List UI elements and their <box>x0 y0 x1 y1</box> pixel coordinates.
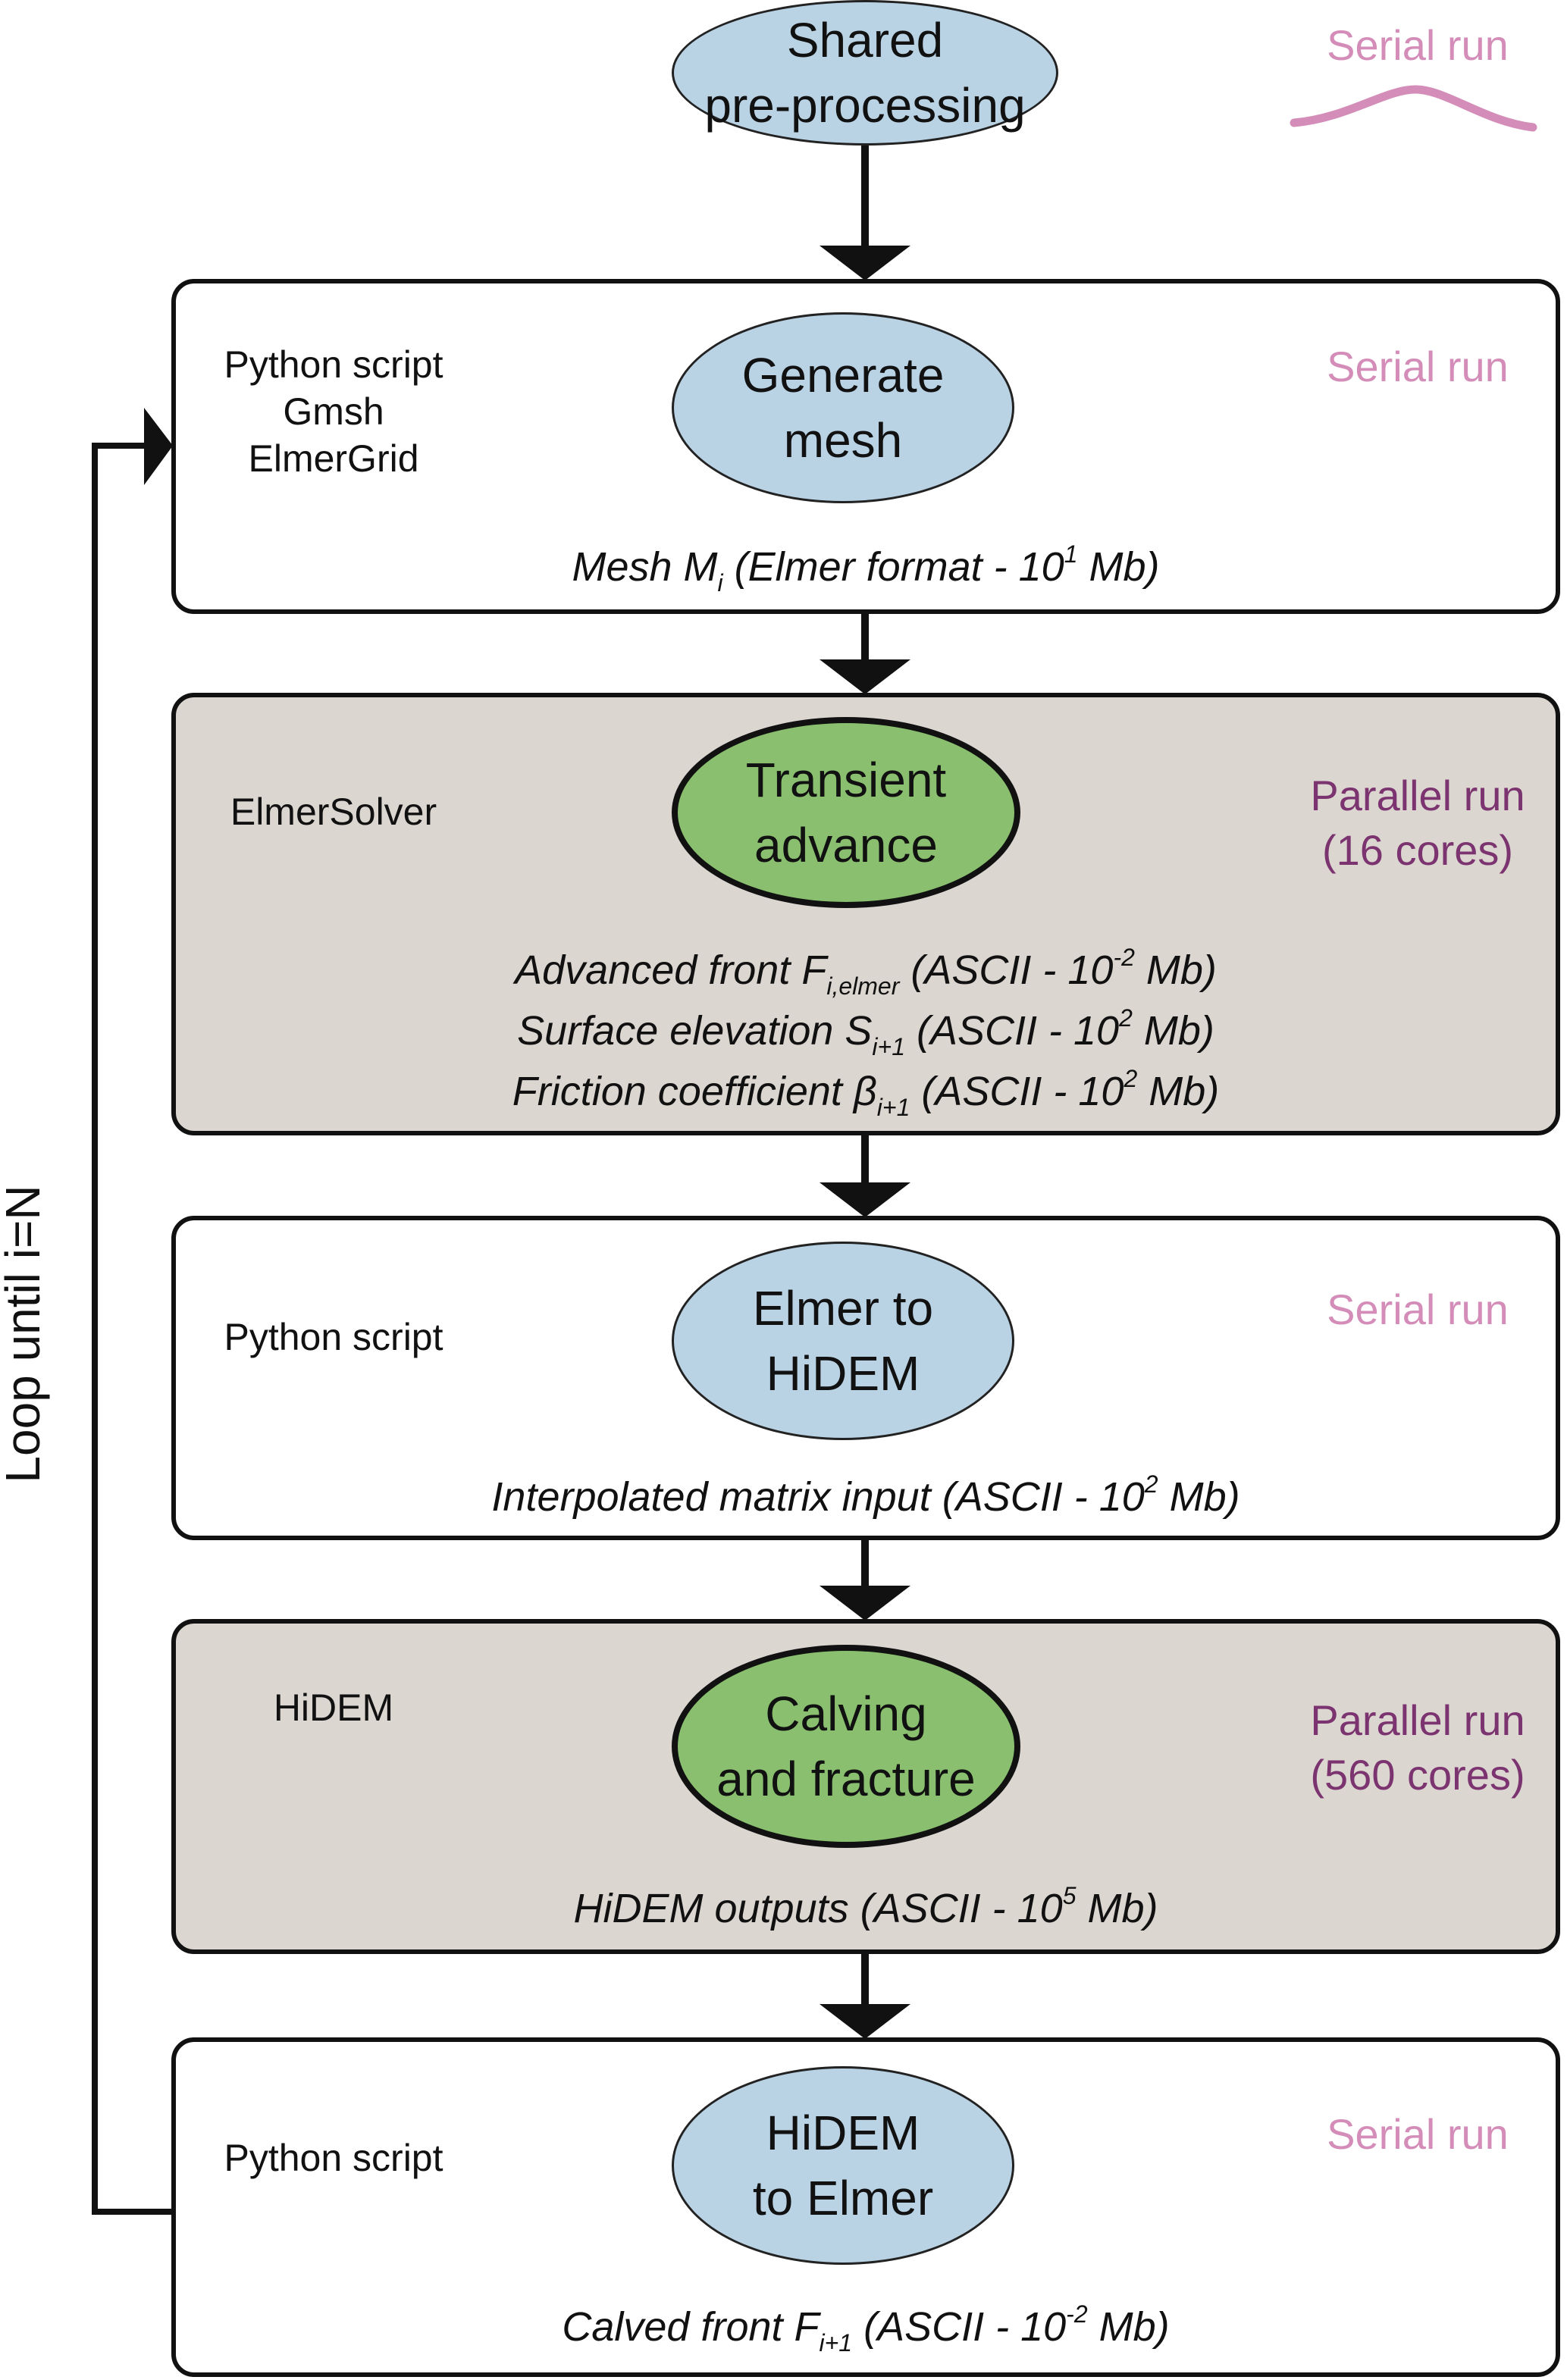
output-text: Mb) <box>1076 1886 1158 1931</box>
stage-3-tools: Python script <box>224 1316 443 1358</box>
stage-5-outputs: Calved front Fi+1 (ASCII - 10-2 Mb) <box>171 2297 1560 2357</box>
output-text: Mb) <box>1087 2304 1170 2350</box>
output-item: Calved front Fi+1 (ASCII - 10-2 Mb) <box>171 2297 1560 2357</box>
output-text: Mb) <box>1132 1008 1214 1054</box>
output-item: Mesh Mi (Elmer format - 101 Mb) <box>171 537 1560 597</box>
output-exponent: 2 <box>1119 1004 1133 1032</box>
output-exponent: 2 <box>1124 1065 1138 1092</box>
mode-label-stage-3: Serial run <box>1327 1286 1509 1333</box>
output-text: Surface elevation S <box>517 1008 873 1054</box>
stage-2-outputs: Advanced front Fi,elmer (ASCII - 10-2 Mb… <box>171 940 1560 1122</box>
output-exponent: -2 <box>1066 2300 1088 2328</box>
stage-2-tools: ElmerSolver <box>230 791 437 833</box>
output-subscript: i,elmer <box>826 972 900 1000</box>
flow-arrow-head-icon <box>820 1586 910 1621</box>
output-text: Calved front F <box>562 2304 820 2350</box>
stage-3-outputs: Interpolated matrix input (ASCII - 102 M… <box>171 1467 1560 1527</box>
node-label: HiDEM to Elmer <box>752 2106 934 2225</box>
output-text: Mb) <box>1158 1474 1240 1520</box>
output-item: Friction coefficient βi+1 (ASCII - 102 M… <box>171 1061 1560 1122</box>
output-item: Surface elevation Si+1 (ASCII - 102 Mb) <box>171 1001 1560 1061</box>
loop-back-line <box>92 443 171 2215</box>
output-subscript: i+1 <box>876 1094 910 1121</box>
output-exponent: 2 <box>1144 1470 1158 1498</box>
mode-label-stage-4: Parallel run (560 cores) <box>1310 1696 1525 1799</box>
mode-label-stage-2: Parallel run (16 cores) <box>1310 772 1525 874</box>
mode-label-start: Serial run <box>1327 21 1509 69</box>
node-transient-advance: Transient advance <box>672 717 1020 908</box>
output-exponent: 5 <box>1062 1882 1077 1909</box>
mode-label-stage-5: Serial run <box>1327 2110 1509 2158</box>
output-text: Advanced front F <box>515 947 827 993</box>
stage-4-outputs: HiDEM outputs (ASCII - 105 Mb) <box>171 1878 1560 1939</box>
output-subscript: i+1 <box>872 1033 905 1060</box>
output-text: Friction coefficient β <box>512 1069 877 1114</box>
node-label: Generate mesh <box>741 348 945 468</box>
output-text: (Elmer format - 10 <box>722 544 1064 590</box>
output-text: (ASCII - 10 <box>905 1008 1120 1054</box>
loop-label: Loop until i=N <box>0 1185 50 1483</box>
node-calving-fracture: Calving and fracture <box>672 1645 1020 1848</box>
output-subscript: i <box>717 569 723 597</box>
node-elmer-to-hidem: Elmer to HiDEM <box>672 1242 1014 1440</box>
stage-1-outputs: Mesh Mi (Elmer format - 101 Mb) <box>171 537 1560 597</box>
node-label: Transient advance <box>745 753 947 872</box>
flow-arrow-head-icon <box>820 246 910 280</box>
mode-label-stage-1: Serial run <box>1327 343 1509 390</box>
output-item: Advanced front Fi,elmer (ASCII - 10-2 Mb… <box>171 940 1560 1001</box>
node-shared-preprocessing: Shared pre-processing <box>672 0 1058 146</box>
stage-1-tools: Python script Gmsh ElmerGrid <box>224 343 443 480</box>
output-item: Interpolated matrix input (ASCII - 102 M… <box>171 1467 1560 1527</box>
stage-5-tools: Python script <box>224 2137 443 2179</box>
output-text: (ASCII - 10 <box>852 2304 1067 2350</box>
output-subscript: i+1 <box>819 2329 853 2357</box>
node-hidem-to-elmer: HiDEM to Elmer <box>672 2066 1014 2265</box>
node-label: Elmer to HiDEM <box>752 1281 934 1401</box>
output-text: Interpolated matrix input (ASCII - 10 <box>491 1474 1145 1520</box>
output-text: Mb) <box>1137 1069 1220 1114</box>
loop-arrow-head-icon <box>144 408 173 485</box>
output-text: (ASCII - 10 <box>899 947 1114 993</box>
flow-arrow-head-icon <box>820 659 910 694</box>
node-label: Calving and fracture <box>716 1686 976 1806</box>
output-exponent: 1 <box>1064 540 1078 568</box>
node-generate-mesh: Generate mesh <box>672 312 1014 503</box>
output-text: Mesh M <box>572 544 718 590</box>
flow-arrow-head-icon <box>820 2004 910 2039</box>
stage-4-tools: HiDEM <box>273 1686 394 1729</box>
output-text: Mb) <box>1077 544 1160 590</box>
output-exponent: -2 <box>1113 944 1135 971</box>
output-text: Mb) <box>1134 947 1217 993</box>
serial-wave-icon <box>1290 85 1537 132</box>
node-label: Shared pre-processing <box>704 13 1026 133</box>
flow-arrow-head-icon <box>820 1182 910 1217</box>
output-item: HiDEM outputs (ASCII - 105 Mb) <box>171 1878 1560 1939</box>
output-text: (ASCII - 10 <box>910 1069 1124 1114</box>
output-text: HiDEM outputs (ASCII - 10 <box>573 1886 1063 1931</box>
